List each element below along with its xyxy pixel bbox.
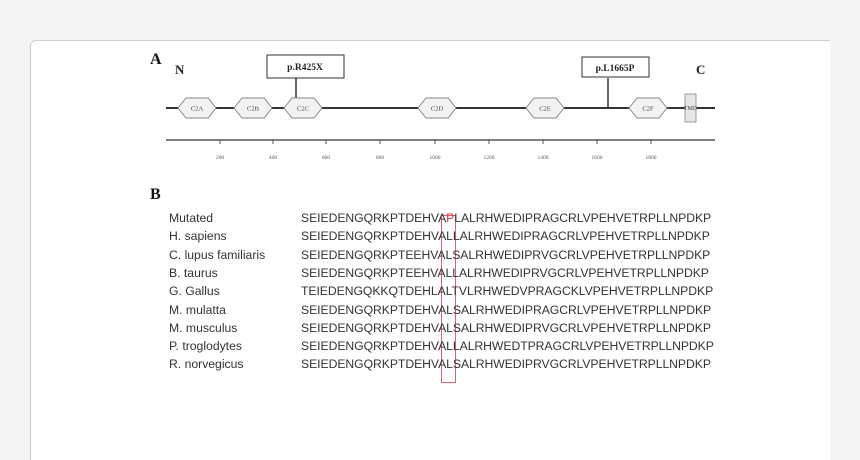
domain-c2b: C2B — [233, 97, 273, 119]
tick-label-200: 200 — [216, 155, 225, 161]
species-name: M. mulatta — [169, 302, 226, 317]
species-name: B. taurus — [169, 265, 218, 280]
sequence-row: SEIEDENGQRKPTDEHVALLALRHWEDIPRAGCRLVPEHV… — [301, 229, 710, 243]
tick-label-1600: 1600 — [592, 155, 603, 161]
tick-label-800: 800 — [376, 155, 385, 161]
domain-c2d: C2D — [417, 97, 457, 119]
svg-text:C2F: C2F — [642, 106, 654, 113]
tick-label-1000: 1000 — [430, 155, 441, 161]
species-name: R. norvegicus — [169, 357, 244, 372]
sequence-suffix: LALRHWEDTPRAGCRLVPEHVETRPLLNPDKP — [452, 339, 714, 354]
sequence-prefix: SEIEDENGQRKPTDEHVAL — [301, 302, 453, 317]
svg-text:C2B: C2B — [247, 106, 260, 113]
species-name: C. lupus familiaris — [169, 247, 266, 262]
domain-c2e: C2E — [525, 97, 565, 119]
protein-domain-diagram: p.R425X p.L1665P C2A C2B C2C C2D C2E — [166, 54, 715, 161]
panel-a-label: A — [150, 51, 162, 68]
sequence-row: SEIEDENGQRKPTEEHVALSALRHWEDIPRVGCRLVPEHV… — [301, 248, 710, 262]
scale-tick-labels: 200 400 600 800 1000 1200 1400 1600 1800 — [216, 155, 657, 161]
sequence-row: SEIEDENGQRKPTDEHVALSALRHWEDIPRVGCRLVPEHV… — [301, 357, 711, 371]
sequence-suffix: SALRHWEDIPRAGCRLVPEHVETRPLLNPDKP — [452, 302, 712, 317]
domain-c2c: C2C — [283, 97, 323, 119]
scale-ticks — [219, 140, 652, 144]
species-name: G. Gallus — [169, 284, 220, 299]
panel-b-label: B — [150, 186, 161, 203]
figure: A N C p.R425X p.L1665P C2A C2B C2C — [148, 48, 718, 386]
sequence-suffix: SALRHWEDIPRVGCRLVPEHVETRPLLNPDKP — [452, 357, 711, 372]
svg-text:C2A: C2A — [191, 106, 204, 113]
mutated-residue: P — [446, 211, 455, 225]
sequence-suffix: SALRHWEDIPRVGCRLVPEHVETRPLLNPDKP — [452, 320, 711, 335]
mutation-callout-l1665p: p.L1665P — [581, 56, 650, 108]
tick-label-1800: 1800 — [646, 155, 657, 161]
species-name: P. troglodytes — [169, 339, 242, 354]
sequence-row: SEIEDENGQRKPTDEHVALLALRHWEDTPRAGCRLVPEHV… — [301, 339, 714, 353]
sequence-row: SEIEDENGQRKPTDEHVALSALRHWEDIPRVGCRLVPEHV… — [301, 321, 711, 335]
sequence-suffix: LALRHWEDIPRAGCRLVPEHVETRPLLNPDKP — [452, 229, 710, 244]
tick-label-600: 600 — [322, 155, 331, 161]
mutation-label-l1665p: p.L1665P — [596, 64, 635, 74]
sequence-row: SEIEDENGQRKPTDEHVALSALRHWEDIPRAGCRLVPEHV… — [301, 303, 711, 317]
svg-text:C2C: C2C — [297, 106, 309, 113]
tick-label-1200: 1200 — [484, 155, 495, 161]
svg-text:C2E: C2E — [539, 106, 551, 113]
sequence-prefix: SEIEDENGQRKPTDEHVAL — [301, 320, 453, 335]
svg-text:C2D: C2D — [431, 106, 444, 113]
sequence-prefix: SEIEDENGQRKPTDEHVAL — [301, 229, 453, 244]
species-name: M. musculus — [169, 320, 238, 335]
tick-label-1400: 1400 — [538, 155, 549, 161]
sequence-suffix: SALRHWEDIPRVGCRLVPEHVETRPLLNPDKP — [452, 247, 711, 262]
sequence-suffix: TVLRHWEDVPRAGCKLVPEHVETRPLLNPDKP — [451, 284, 714, 299]
sequence-prefix: SEIEDENGQRKPTDEHVA — [301, 211, 447, 225]
sequence-prefix: SEIEDENGQRKPTDEHVAL — [301, 339, 453, 354]
sequence-suffix: LALRHWEDIPRAGCRLVPEHVETRPLLNPDKP — [454, 211, 712, 225]
sequence-row: TEIEDENGQKKQTDEHLALTVLRHWEDVPRAGCKLVPEHV… — [301, 284, 713, 298]
sequence-prefix: SEIEDENGQRKPTDEHVAL — [301, 357, 453, 372]
species-name: Mutated — [169, 211, 214, 225]
sequence-prefix: TEIEDENGQKKQTDEHLAL — [301, 284, 452, 299]
domain-c2f: C2F — [628, 97, 668, 119]
n-terminal-label: N — [175, 62, 185, 77]
tick-label-400: 400 — [269, 155, 278, 161]
sequence-row: SEIEDENGQRKPTEEHVALLALRHWEDIPRVGCRLVPEHV… — [301, 266, 709, 280]
species-name: H. sapiens — [169, 229, 227, 244]
sequence-suffix: LALRHWEDIPRVGCRLVPEHVETRPLLNPDKP — [452, 265, 709, 280]
highlight-box — [441, 215, 456, 383]
domain-c2a: C2A — [177, 97, 217, 119]
sequence-prefix: SEIEDENGQRKPTEEHVAL — [301, 247, 453, 262]
sequence-prefix: SEIEDENGQRKPTEEHVAL — [301, 265, 453, 280]
mutation-callout-r425x: p.R425X — [266, 54, 345, 99]
c-terminal-label: C — [696, 62, 706, 77]
mutation-label-r425x: p.R425X — [287, 63, 323, 73]
svg-text:TMD: TMD — [684, 106, 698, 112]
domain-tmd: TMD — [684, 93, 698, 123]
sequence-row: SEIEDENGQRKPTDEHVAPLALRHWEDIPRAGCRLVPEHV… — [301, 211, 711, 225]
